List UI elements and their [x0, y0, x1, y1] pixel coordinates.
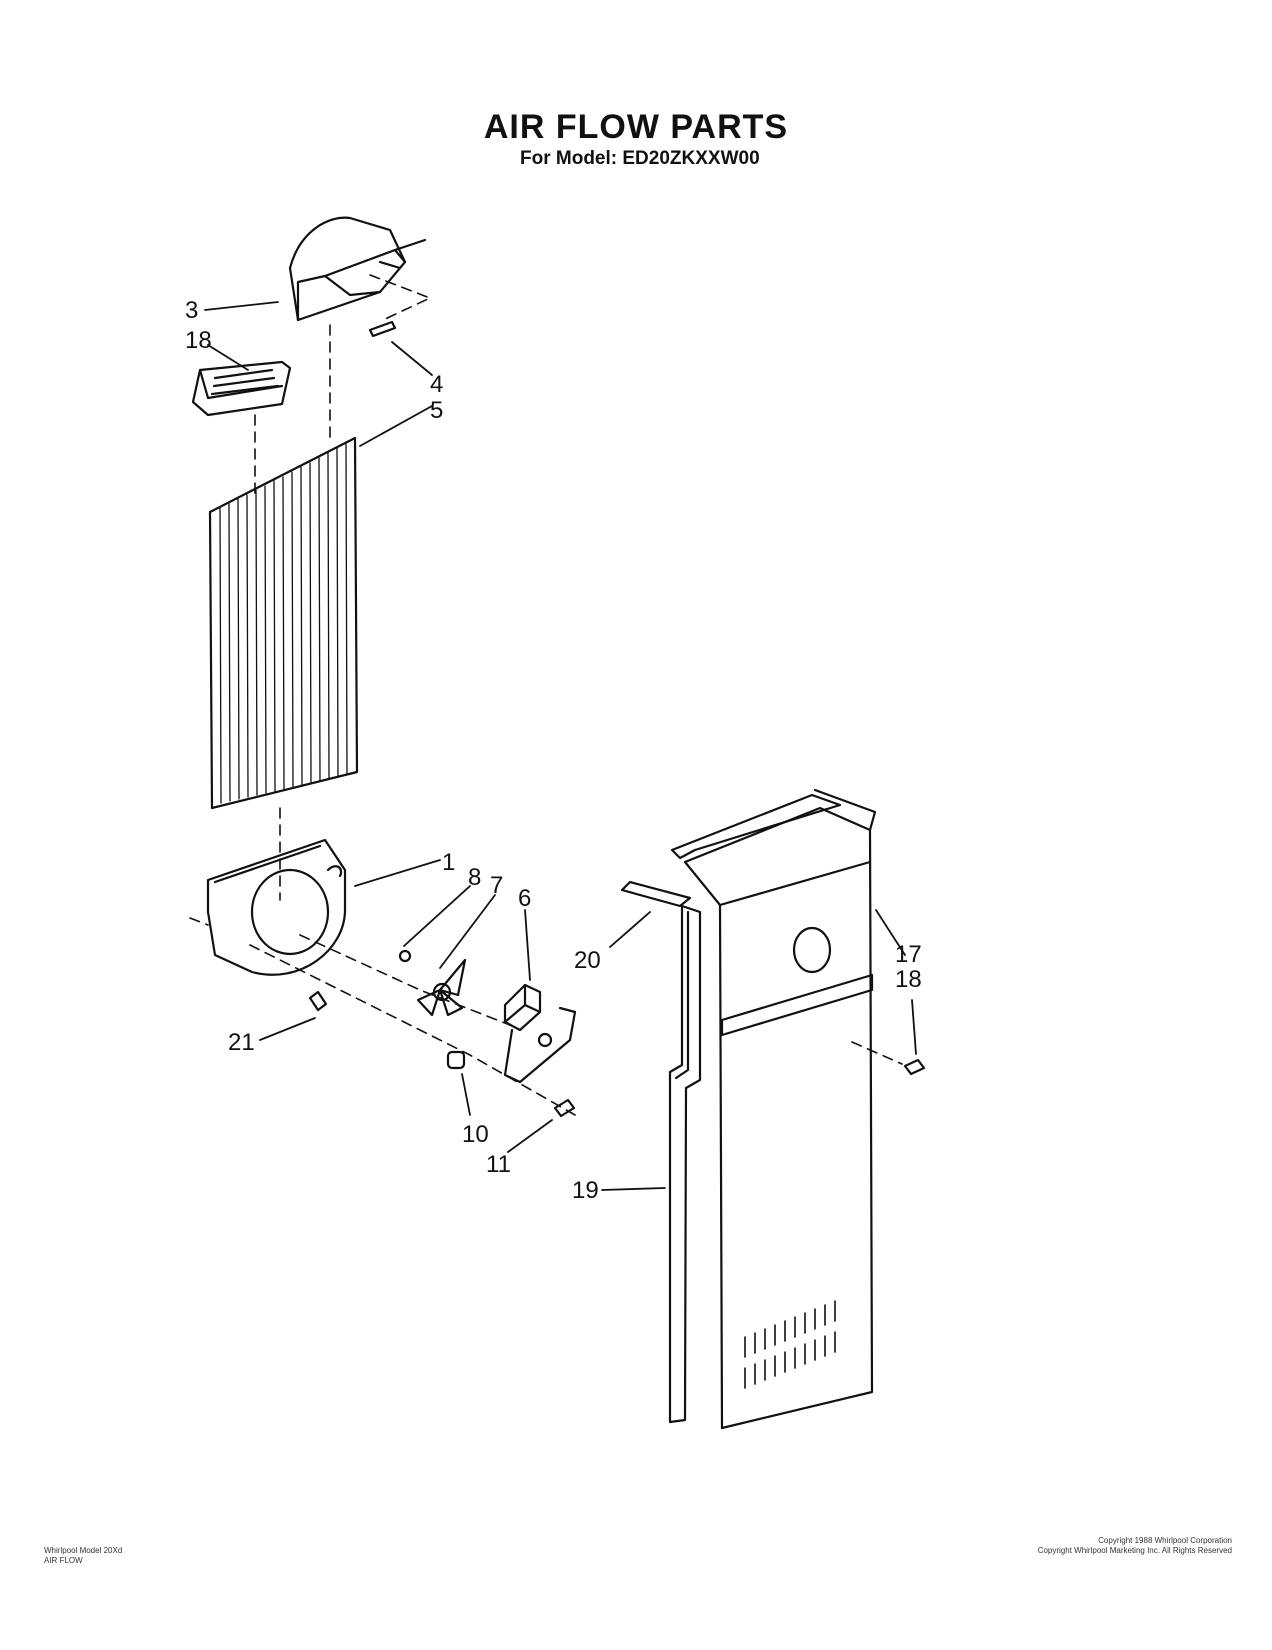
evaporator-coil	[208, 436, 359, 810]
callout-17: 17	[895, 941, 922, 968]
callout-3: 3	[185, 297, 198, 324]
footer-right-line2: Copyright Whirlpool Marketing Inc. All R…	[1037, 1546, 1232, 1555]
screw-part-18	[903, 1058, 926, 1076]
footer-right: Copyright 1988 Whirlpool Corporation Cop…	[1020, 1536, 1232, 1556]
callout-10: 10	[462, 1121, 489, 1148]
duct-alignment-lines	[329, 274, 431, 443]
callout-11: 11	[486, 1151, 511, 1178]
callout-21: 21	[228, 1029, 255, 1056]
fan-shroud	[206, 838, 347, 976]
footer-left: Whirlpool Model 20Xd AIR FLOW	[44, 1546, 122, 1566]
panel-vent-slots	[744, 1300, 836, 1389]
callout-18: 18	[895, 966, 922, 993]
footer-left-line2: AIR FLOW	[44, 1556, 83, 1565]
screw-part-11	[553, 1098, 576, 1118]
grille-part-6	[191, 360, 292, 417]
screw-part-21	[308, 990, 328, 1012]
callout-4: 4	[430, 371, 443, 398]
leader-lines	[204, 301, 917, 1191]
trim-strip-part-19	[668, 904, 702, 1424]
coil-fins	[219, 443, 348, 804]
callout-8: 7	[490, 872, 503, 899]
callout-7: 6	[518, 885, 531, 912]
callout-labels: 3 18 4 5 1 8 7 6 20 17 18 21 10 11 19	[185, 297, 922, 1204]
callout-9: 8	[468, 864, 481, 891]
nut-part-9	[398, 949, 412, 963]
air-duct-cover	[288, 216, 427, 322]
fan-blade	[416, 958, 467, 1017]
footer-right-line1: Copyright 1988 Whirlpool Corporation	[1098, 1536, 1232, 1545]
callout-6: 18	[185, 327, 212, 354]
grommet-part-10	[446, 1050, 466, 1070]
page-title: AIR FLOW PARTS	[483, 108, 789, 146]
rear-panel-part-17	[670, 788, 877, 1430]
callout-1: 1	[442, 849, 455, 876]
callout-5: 5	[430, 397, 443, 424]
model-subtitle: For Model: ED20ZKXXW00	[520, 148, 760, 169]
bracket-part-20	[620, 880, 692, 908]
footer-left-line1: Whirlpool Model 20Xd	[44, 1546, 123, 1555]
callout-19: 19	[572, 1177, 599, 1204]
callout-20: 20	[574, 947, 601, 974]
fan-motor	[503, 983, 577, 1084]
screw-part-4	[368, 320, 397, 338]
